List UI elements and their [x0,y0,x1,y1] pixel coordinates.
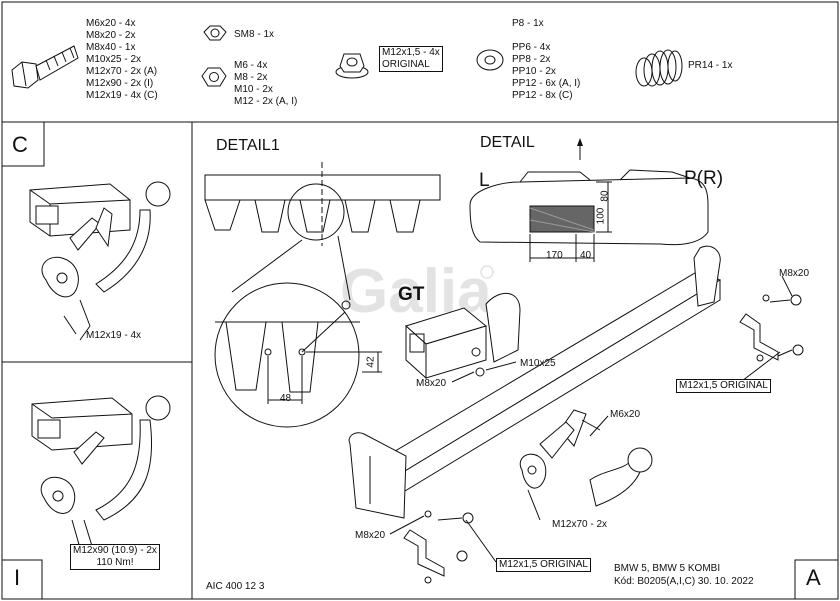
washer-item: PP10 - 2x [512,66,556,77]
nut-item: M12 - 2x (A, I) [234,96,298,107]
m12-original-top-label: M12x1,5 ORIGINAL [676,379,771,393]
washer-item: PP8 - 2x [512,54,551,65]
washer-item: PP12 - 6x (A, I) [512,78,581,89]
detail1-bumper-outline [204,162,441,246]
m10x25-label: M10x25 [520,358,556,369]
nut-list: M6 - 4x M8 - 2x M10 - 2x M12 - 2x (A, I) [234,60,297,108]
detail-left-label: L [479,170,490,191]
detail-bumper-outline [469,138,709,262]
mounting-bracket-right [739,294,804,362]
c-bolt-label: M12x19 - 4x [86,330,142,341]
m8x20-top-label: M8x20 [779,268,810,279]
bolt-list: M6x20 - 4x M8x20 - 2x M8x40 - 1x M10x25 … [86,18,158,102]
bolt-icon [11,45,79,89]
product-code: Kód: B0205(A,I,C) 30. 10. 2022 [614,576,754,587]
detail-dim-40: 40 [580,250,592,261]
vehicle-name: BMW 5, BMW 5 KOMBI [614,563,721,574]
detail-dim-100: 100 [595,207,607,225]
i-note-line: 110 Nm! [96,557,134,568]
bolt-item: M10x25 - 2x [86,54,142,65]
nut-item: M8 - 2x [234,72,268,83]
m8x20-left-label: M8x20 [416,378,447,389]
flange-nut-icon [335,53,369,79]
bolt-item: M12x19 - 4x (C) [86,90,158,101]
washer-list: P8 - 1x PP6 - 4x PP8 - 2x PP10 - 2x PP12… [512,18,580,102]
washer-item: P8 - 1x [512,18,544,29]
bolt-item: M12x90 - 2x (I) [86,78,154,89]
mounting-bracket-bottom [403,510,474,584]
c-towbar-drawing [29,181,171,341]
washer-item: PP6 - 4x [512,42,551,53]
gt-bracket-drawing [405,293,521,380]
m12-original-bottom-label: M12x1,5 ORIGINAL [496,558,591,572]
detail1-zoom-circle [214,235,382,428]
watermark-registered-mark [480,265,494,279]
i-towbar-drawing [31,395,171,547]
flange-nut-label: M12x1,5 - 4x ORIGINAL [379,46,443,72]
spring-label: PR14 - 1x [688,60,733,71]
nut-item: M6 - 4x [234,60,268,71]
i-label-box [1,559,43,600]
a-variant-label: A [806,565,821,590]
detail1-dim-42: 42 [365,356,377,368]
bolt-item: M12x70 - 2x (A) [86,66,158,77]
detail1-dim-48: 48 [280,393,292,404]
a-label-box [794,559,839,600]
flange-nut-line: M12x1,5 - 4x [382,47,440,58]
tow-ball-drawing [519,409,653,507]
c-label-box [1,121,45,167]
sm-nut-label: SM8 - 1x [234,29,275,40]
detail-dim-170: 170 [546,250,563,261]
i-note-line: M12x90 (10.9) - 2x [73,545,157,556]
spring-icon [635,49,683,87]
bolt-item: M8x40 - 1x [86,42,136,53]
detail-right-label: P(R) [684,168,724,189]
main-towbar-beam [348,245,722,519]
sm-nut-icon [203,25,227,41]
hex-nut-icon [201,67,227,87]
detail-dim-80: 80 [599,190,611,202]
bolt-item: M8x20 - 2x [86,30,136,41]
flange-nut-line: ORIGINAL [382,59,430,70]
c-variant-label: C [12,132,28,157]
m6x20-label: M6x20 [610,409,641,420]
m12x70-label: M12x70 - 2x [552,519,608,530]
aic-number: AIC 400 12 3 [206,581,265,592]
m8x20-bottom-label: M8x20 [355,530,386,541]
bolt-item: M6x20 - 4x [86,18,136,29]
i-variant-label: I [14,565,21,590]
detail-title: DETAIL [480,134,535,151]
i-torque-note: M12x90 (10.9) - 2x 110 Nm! [70,544,160,570]
gt-label: GT [398,284,425,305]
detail1-title: DETAIL1 [216,137,280,154]
nut-item: M10 - 2x [234,84,273,95]
washer-icon [476,49,504,71]
leader-lines [63,275,793,563]
washer-item: PP12 - 8x (C) [512,90,573,101]
